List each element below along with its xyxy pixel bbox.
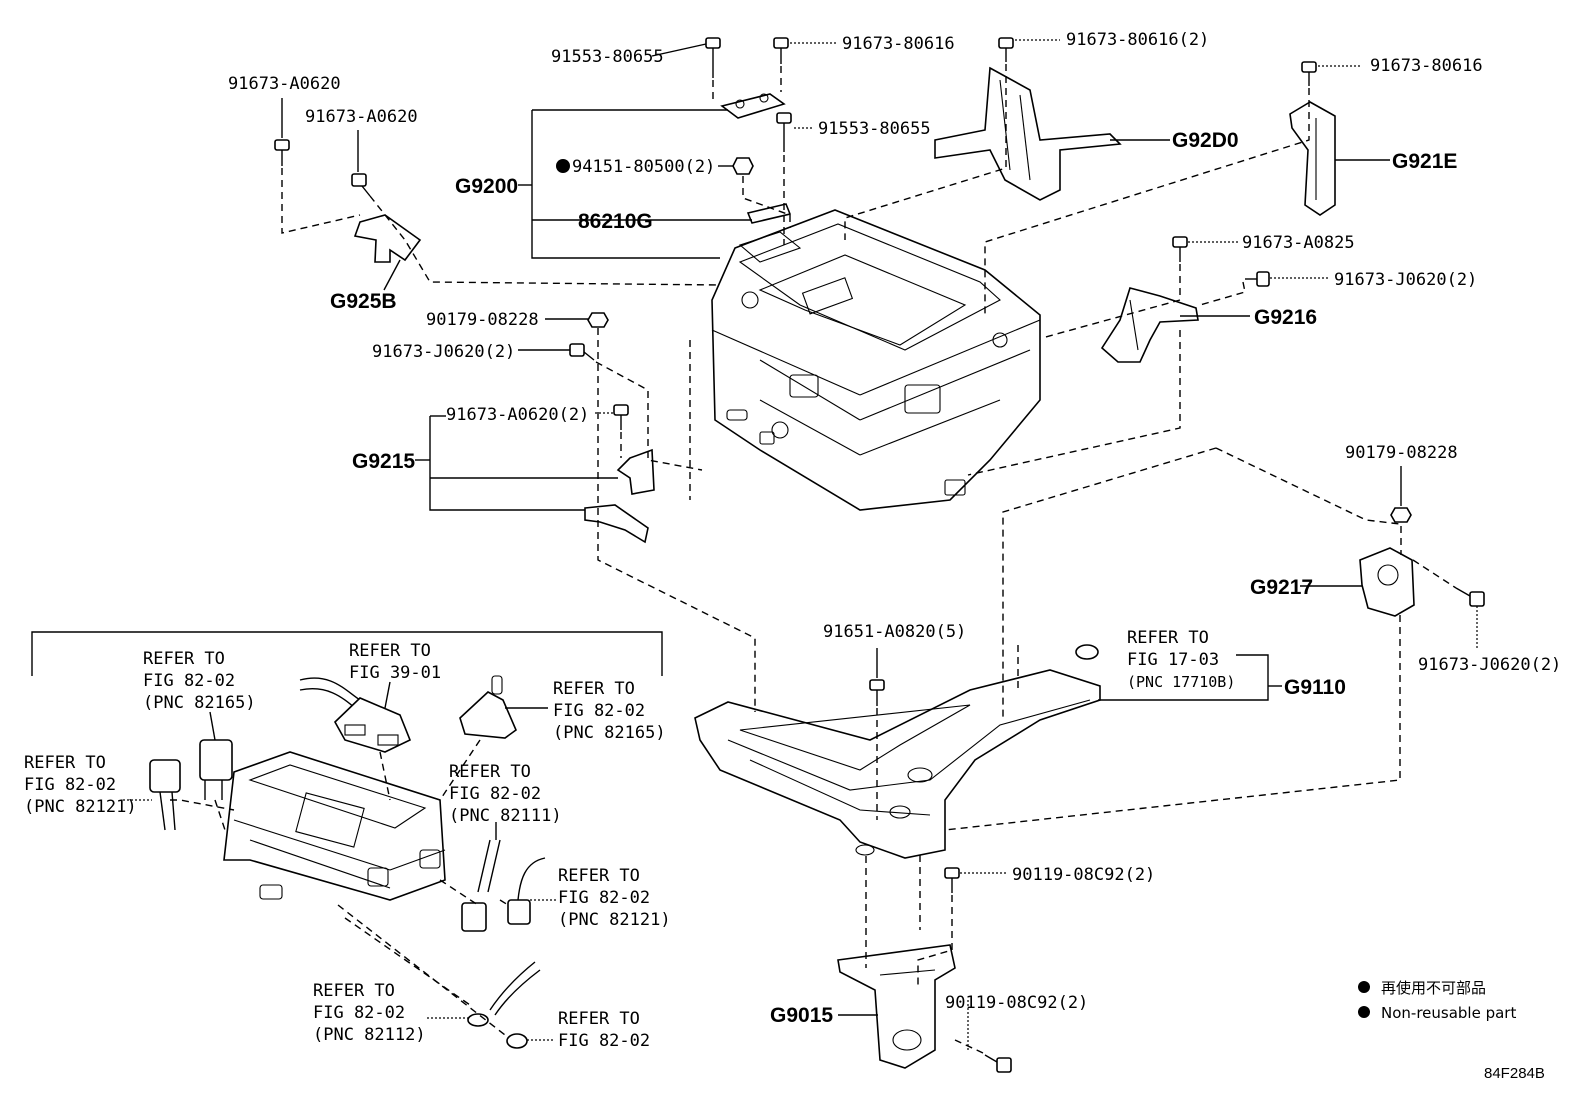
bolt-91673-a0620-b [351,173,371,197]
label-91673-80616-2: 91673-80616(2) [1066,30,1209,50]
bolt-90119-08c92-b [984,1054,1012,1073]
group-g9216: G9216 [1254,306,1317,329]
label-91673-80616-a: 91673-80616 [842,34,955,54]
legend-dot-jp [1358,981,1370,993]
assembly-lines [170,64,1457,1054]
bracket-g9217 [1359,547,1415,617]
ref-fig82-02-82165-b: REFER TO FIG 82-02 (PNC 82165) [553,679,666,743]
ref-fig82-02-82111: REFER TO FIG 82-02 (PNC 82111) [449,762,562,826]
bolt-90119-08c92-a [944,867,960,893]
grommet-82-02 [506,1033,528,1049]
label-90179-08228-left: 90179-08228 [426,310,539,330]
bolt-91553-80655-mid [776,112,792,152]
ref-fig17-03: REFER TO FIG 17-03 (PNC 17710B) [1127,628,1235,691]
legend-dot-en [1358,1006,1370,1018]
bracket-g925b [353,214,422,263]
connector-82165-a [199,739,233,800]
nut-90179-08228-left [587,312,609,328]
ref-fig82-02-82165-a: REFER TO FIG 82-02 (PNC 82165) [143,649,256,713]
label-94151-80500: 94151-80500(2) [572,157,715,177]
group-codes: G9200 86210G G92D0 G921E G925B G9216 G92… [330,129,1457,1027]
label-91673-80616-b: 91673-80616 [1370,56,1483,76]
bracket-g92d0 [934,66,1122,201]
crossmember-g9110 [694,669,1101,859]
bolt-91673-80616-a [773,37,789,64]
cable-82112 [467,961,541,1027]
bolt-91673-80616-b [1301,61,1317,86]
connector-82121-a [149,759,181,831]
terminal-plate [720,93,786,119]
label-91553-80655-top: 91553-80655 [551,47,664,67]
label-91673-j0620-lower: 91673-J0620(2) [1418,655,1561,675]
bolt-91673-80616-2 [998,37,1014,62]
ref-fig82-02-plain: REFER TO FIG 82-02 [558,1009,650,1051]
group-g9215: G9215 [352,450,415,473]
label-91673-a0620-b: 91673-A0620 [305,107,418,127]
label-91651-a0820: 91651-A0820(5) [823,622,966,642]
group-g9200: G9200 [455,175,518,198]
bracket-g9215-lower [584,504,649,544]
refer-to-notes: REFER TO FIG 17-03 (PNC 17710B) REFER TO… [24,628,1235,1051]
label-91673-j0620-left: 91673-J0620(2) [372,342,515,362]
part-number-labels: 91553-80655 91673-80616 91673-80616(2) 9… [228,30,1561,1013]
mount-g9015 [837,944,956,1069]
bolt-91673-j0620-right [1245,271,1270,287]
ref-fig82-02-82112: REFER TO FIG 82-02 (PNC 82112) [313,981,426,1045]
ref-fig39-01: REFER TO FIG 39-01 [349,641,441,683]
group-g9015: G9015 [770,1004,833,1027]
group-86210g: 86210G [578,210,653,233]
label-90119-08c92-a: 90119-08C92(2) [1012,865,1155,885]
bolt-91553-80655-top [705,37,721,78]
ref-fig82-02-82121-a: REFER TO FIG 82-02 (PNC 82121) [24,753,137,817]
label-91673-a0825: 91673-A0825 [1242,233,1355,253]
connector-82165-b [459,675,517,739]
label-91673-a0620-a: 91673-A0620 [228,74,341,94]
nut-94151-80500 [732,157,754,175]
non-reusable-marker [556,159,570,173]
label-90119-08c92-b: 90119-08C92(2) [945,993,1088,1013]
cable-82121-b [507,857,546,925]
legend-en: Non-reusable part [1381,1004,1516,1022]
clip-17710b [1075,644,1099,660]
inverter-exploded [223,751,446,901]
legend-jp: 再使用不可部品 [1381,979,1486,997]
cable-82111 [461,839,501,932]
bracket-g9215-upper [616,448,655,495]
bolt-91673-a0620-2 [613,404,629,430]
bolt-91673-j0620-left [569,343,595,361]
bolt-91673-a0825 [1172,236,1188,262]
legend: 再使用不可部品 Non-reusable part [1358,979,1516,1022]
group-g9110: G9110 [1284,676,1346,699]
bracket-g921e [1289,101,1336,216]
label-91553-80655-mid: 91553-80655 [818,119,931,139]
bolt-91673-a0620-a [274,139,290,166]
group-g92d0: G92D0 [1172,129,1239,152]
connector-39-01 [299,677,412,753]
group-bracket [31,631,663,676]
bolt-91651-a0820 [869,679,885,706]
bracket-g9216 [1100,287,1199,363]
label-90179-08228-right: 90179-08228 [1345,443,1458,463]
leader-lines [123,39,1478,1050]
nut-90179-08228-right [1390,507,1412,523]
ref-fig82-02-82121-b: REFER TO FIG 82-02 (PNC 82121) [558,866,671,930]
inverter-assembly [711,209,1041,511]
label-91673-a0620-2: 91673-A0620(2) [446,405,589,425]
bolts [274,37,1485,1073]
group-g925b: G925B [330,290,397,313]
group-g921e: G921E [1392,150,1457,173]
group-g9217: G9217 [1250,576,1313,599]
label-91673-j0620-right: 91673-J0620(2) [1334,270,1477,290]
bolt-91673-j0620-lower [1455,587,1485,607]
diagram-code: 84F284B [1484,1065,1545,1082]
